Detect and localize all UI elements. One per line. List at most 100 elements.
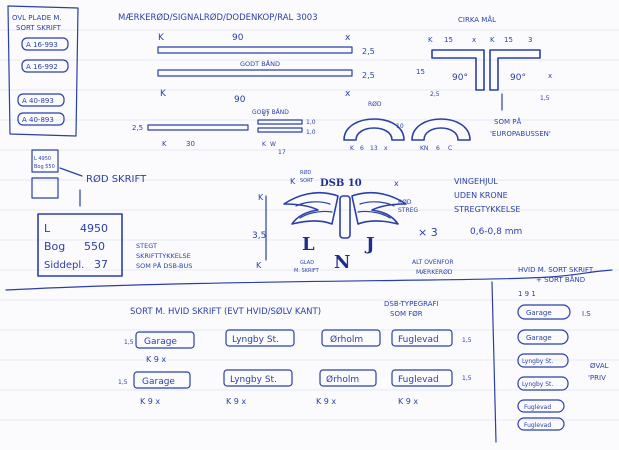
bottom-row2-box-4 xyxy=(391,369,453,387)
bottom-row1-label-4: Fuglevad xyxy=(398,335,439,345)
wing-left xyxy=(283,191,339,225)
bottom-row2-label-4: Fuglevad xyxy=(398,375,439,385)
corner-k1: K xyxy=(428,36,433,44)
strip-mid-d10b: 1,0 xyxy=(306,129,316,136)
strip-mid: 90 GODT BÅND 2,5 1,0 1,0 K 30 17 K W 17 xyxy=(132,95,316,156)
arches-lab-6: 6 xyxy=(360,145,364,152)
logo-x-right: x xyxy=(394,179,399,188)
sticker-row-1-value: 4950 xyxy=(80,222,108,235)
bottom-row1-box-2 xyxy=(225,329,295,347)
vinge-l4: 0,6-0,8 mm xyxy=(470,227,522,237)
sticker-mini-box-2 xyxy=(31,177,59,199)
sticker-row-2-label: Bog xyxy=(44,240,65,253)
bottom-row1-label-2: Lyngby St. xyxy=(232,335,279,345)
arches: RØD 10 K 6 13 x KN 6 C xyxy=(343,101,471,152)
strip-mid-bar-1 xyxy=(147,124,249,131)
corner-n3: 3 xyxy=(528,36,532,44)
corner-deg1: 90° xyxy=(452,73,468,83)
sticker-mini-2: Bog 550 xyxy=(34,164,55,170)
right-oval-1: ØVAL xyxy=(590,362,609,370)
sticker-row-1-label: L xyxy=(44,222,51,235)
strip-top-bar-2 xyxy=(157,69,353,77)
notes-left-2: SKRIFTTYKKELSE xyxy=(136,252,191,260)
strip-top: K 90 x 2,5 GODT BÅND 2,5 K x xyxy=(157,33,375,99)
divider-horizontal xyxy=(5,269,613,291)
logo-N: N xyxy=(334,252,350,273)
right-oval-2: 'PRIV xyxy=(588,374,606,382)
bottom-title: SORT M. HVID SKRIFT (EVT HVID/SØLV KANT) xyxy=(130,306,321,317)
strip-top-band: GODT BÅND xyxy=(240,59,280,68)
logo-bottom-1: GLAD xyxy=(300,260,314,266)
sticker-box xyxy=(37,213,123,277)
bottom-row2-label-1: Garage xyxy=(142,377,175,387)
logo-note-2: MÆRKERØD xyxy=(416,269,453,276)
sticker-row-3-value: 37 xyxy=(94,258,108,271)
corner-som1: SOM PÅ xyxy=(494,117,521,126)
bottom-k9x-3: K 9 x xyxy=(226,397,246,406)
strip-top-k: K xyxy=(158,33,165,43)
right-title-1: HVID M. SORT SKRIFT xyxy=(518,266,594,274)
notes-left-1: STEGT xyxy=(136,242,157,250)
strip-mid-l30: 30 xyxy=(186,140,195,148)
vingehjul-notes: VINGEHJUL UDEN KRONE STREGTYKKELSE 0,6-0… xyxy=(454,177,522,237)
logo-bottom-2: M. SKRIFT xyxy=(294,268,320,274)
oval-code-box-3 xyxy=(17,93,65,107)
corner-n15: 15 xyxy=(444,36,453,44)
corner-n15side: 15 xyxy=(416,68,425,76)
bottom-row2-box-3 xyxy=(319,369,377,387)
right-item-2: Garage xyxy=(526,334,552,342)
strip-mid-k1: K xyxy=(262,141,267,148)
bottom-row1-label-3: Ørholm xyxy=(330,334,363,345)
corner-deg2: 90° xyxy=(510,73,526,83)
strip-top-x: x xyxy=(345,33,351,43)
strip-mid-bar-3 xyxy=(257,127,303,133)
vinge-l3: STREGTYKKELSE xyxy=(454,205,520,214)
arches-lab-x: x xyxy=(384,145,388,152)
oval-title-2: SORT SKRIFT xyxy=(16,24,62,32)
bottom-row1-scale: 1,5 xyxy=(124,339,134,346)
right-item-6: Fuglevad xyxy=(524,422,551,429)
right-item-4: Lyngby St. xyxy=(522,381,553,388)
sticker-block: L 4950 Bog 550 RØD SKRIFT L 4950 Bog 550… xyxy=(31,149,147,277)
strip-mid-bar-2 xyxy=(257,119,303,125)
bottom-row2-scale-r: 1,5 xyxy=(462,375,472,382)
bottom-row1-box-1 xyxy=(135,331,195,349)
bottom-k9x-5: K 9 x xyxy=(398,397,418,406)
arches-lab-c: C xyxy=(448,145,452,152)
oval-code-box-1 xyxy=(21,37,69,51)
corner-n25b: 1,5 xyxy=(540,95,550,102)
bottom-row1-scale-r: 1,5 xyxy=(462,337,472,344)
right-item-3: Lyngby St. xyxy=(522,358,553,365)
oval-code-3: A 40-893 xyxy=(22,97,54,105)
sticker-row-3-label: Siddepl. xyxy=(44,260,84,271)
notes-left: STEGT SKRIFTTYKKELSE SOM PÅ DSB-BUS xyxy=(136,242,192,270)
bottom-k9x-1: K 9 x xyxy=(146,355,166,364)
right-item-box-1 xyxy=(517,304,571,320)
right-item-1: Garage xyxy=(526,309,552,317)
arches-lab-13: 13 xyxy=(370,145,378,152)
right-item-box-3 xyxy=(517,353,569,368)
winged-logo: DSB 10 RØD SORT K x RØD STREG L N J × 3 … xyxy=(252,169,454,276)
corner-x2: x xyxy=(548,72,552,80)
right-side-1: I.S xyxy=(582,310,591,318)
right-item-box-4 xyxy=(517,376,569,391)
corner-pieces: CIRKA MÅL K 15 x K 15 3 15 90° 90° 2,5 1… xyxy=(416,15,552,138)
corner-som2: 'EUROPABUSSEN' xyxy=(490,130,551,138)
strip-top-bar-1 xyxy=(157,46,353,54)
divider-vertical xyxy=(491,281,497,443)
oval-title-1: OVL PLADE M. xyxy=(12,14,62,22)
arches-lab-6b: 6 xyxy=(436,145,440,152)
logo-L: L xyxy=(302,234,315,255)
logo-times-3: × 3 xyxy=(418,226,438,239)
strip-mid-left: 2,5 xyxy=(132,124,143,132)
notes-left-3: SOM PÅ DSB-BUS xyxy=(136,261,192,270)
right-item-box-2 xyxy=(517,329,569,345)
oval-plate-panel: OVL PLADE M. SORT SKRIFT A 16-993 A 16-9… xyxy=(7,5,79,137)
strip-mid-d10a: 1,0 xyxy=(306,119,316,126)
strip-top-d2: 2,5 xyxy=(362,71,375,80)
sticker-title: RØD SKRIFT xyxy=(86,173,147,185)
strip-mid-label: GODT BÅND xyxy=(252,109,289,116)
oval-code-box-4 xyxy=(17,112,65,126)
bottom-row2-label-3: Ørholm xyxy=(326,374,359,385)
logo-red-1: RØD xyxy=(300,169,311,176)
